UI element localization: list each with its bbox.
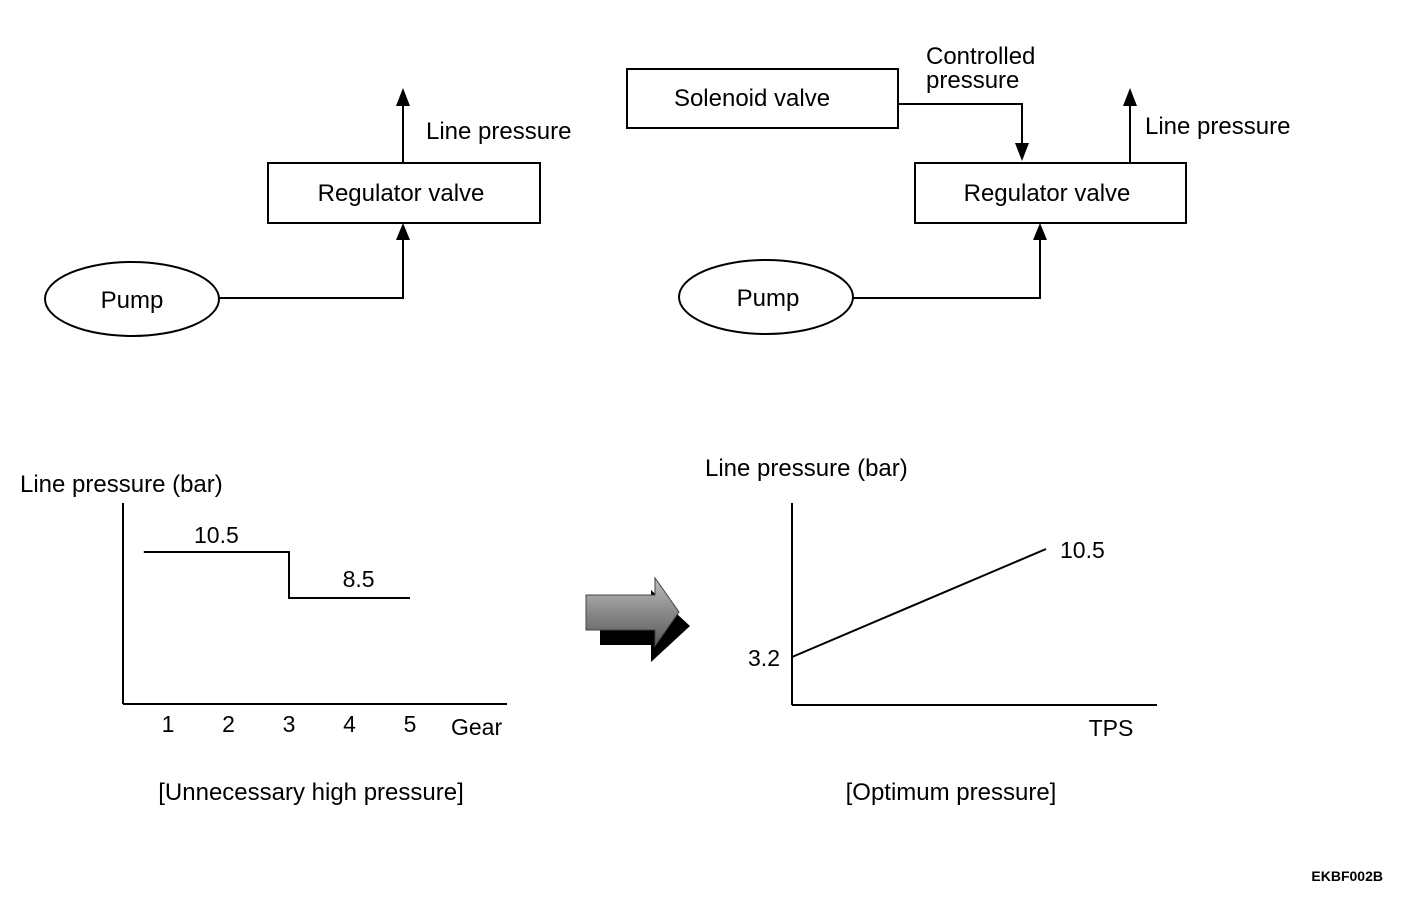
left-chart-ylabel: Line pressure (bar) (20, 471, 223, 498)
right-regulator-label: Regulator valve (964, 180, 1131, 207)
right-chart-xlabel: TPS (1089, 715, 1134, 741)
right-line-pressure-label: Line pressure (1145, 113, 1290, 140)
left-output-arrowhead (396, 88, 410, 106)
left-pump-to-regulator-arrow (219, 236, 404, 299)
left-pump-label: Pump (101, 287, 164, 314)
left-regulator-label: Regulator valve (318, 180, 485, 207)
transition-arrow-icon (585, 576, 690, 662)
left-chart-tick-2: 2 (222, 711, 235, 737)
right-chart-caption: [Optimum pressure] (846, 779, 1057, 806)
left-chart-data-label-low: 8.5 (343, 566, 375, 592)
solenoid-valve-box (626, 68, 899, 129)
left-chart: Line pressure (bar) Gear [Unnecessary hi… (20, 471, 507, 806)
controlled-pressure-arrow (898, 103, 1023, 146)
right-flow-diagram: Solenoid valve Controlled pressure Regul… (626, 43, 1290, 335)
left-regulator-input-arrowhead (396, 223, 410, 240)
solenoid-valve-label: Solenoid valve (674, 85, 830, 112)
transition-arrow-body (585, 576, 680, 648)
left-chart-xlabel: Gear (451, 714, 502, 740)
right-chart-data-label-start: 3.2 (748, 645, 780, 671)
figure-code: EKBF002B (1311, 868, 1383, 884)
right-chart-ylabel: Line pressure (bar) (705, 455, 908, 482)
right-output-arrowhead (1123, 88, 1137, 106)
right-chart-data-label-end: 10.5 (1060, 537, 1105, 563)
right-regulator-input-arrowhead (1033, 223, 1047, 240)
left-chart-tick-5: 5 (404, 711, 417, 737)
left-chart-step-line (143, 551, 410, 599)
right-chart: Line pressure (bar) TPS [Optimum pressur… (705, 455, 1157, 806)
right-chart-pressure-line (791, 548, 1047, 658)
controlled-pressure-arrowhead (1015, 143, 1029, 161)
right-pump-label: Pump (737, 285, 800, 312)
left-chart-caption: [Unnecessary high pressure] (158, 779, 463, 806)
right-pump-to-regulator-arrow (853, 236, 1041, 299)
left-chart-tick-3: 3 (283, 711, 296, 737)
controlled-pressure-label-line1: Controlled (926, 43, 1035, 70)
left-flow-diagram: Pump Regulator valve Line pressure (44, 88, 571, 337)
left-line-pressure-label: Line pressure (426, 118, 571, 145)
right-regulator-box (914, 162, 1187, 224)
left-chart-tick-1: 1 (162, 711, 175, 737)
left-chart-tick-4: 4 (343, 711, 356, 737)
left-chart-data-label-high: 10.5 (194, 522, 239, 548)
controlled-pressure-label-line2: pressure (926, 67, 1019, 94)
